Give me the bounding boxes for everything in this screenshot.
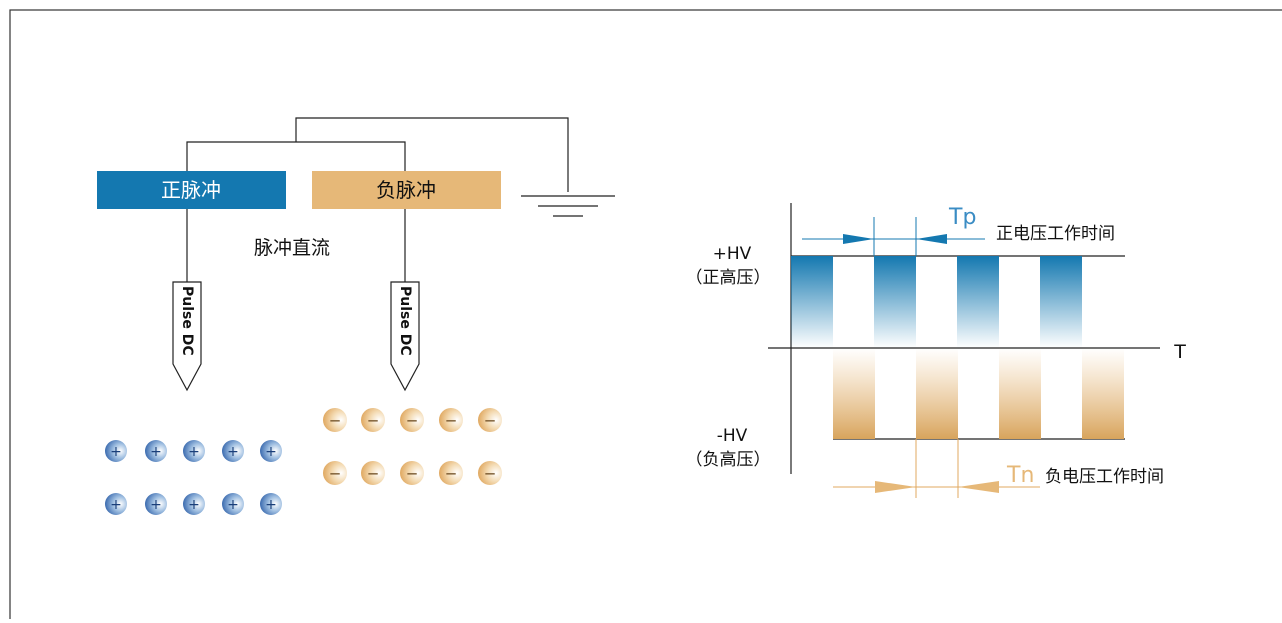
- tn-label: Tn: [1006, 463, 1034, 488]
- negative-hv-sublabel: （负高压）: [686, 450, 771, 470]
- negative-pulse-bar: [312, 171, 501, 209]
- negative-ion: −: [323, 408, 347, 432]
- negative-ion-sign: −: [484, 412, 497, 430]
- positive-ion: +: [222, 493, 244, 515]
- negative-ions: − − − − − − − − − −: [323, 408, 502, 485]
- negative-ion: −: [361, 408, 385, 432]
- positive-ion-sign: +: [227, 497, 239, 513]
- positive-pulse: [874, 256, 916, 348]
- positive-hv-label: +HV: [713, 244, 752, 264]
- negative-ion-sign: −: [445, 412, 458, 430]
- time-axis-label: T: [1173, 341, 1186, 363]
- outer-frame: [9, 9, 1282, 623]
- positive-ion-sign: +: [265, 497, 277, 513]
- negative-pulse: [916, 348, 958, 439]
- tp-description: 正电压工作时间: [996, 224, 1115, 244]
- positive-ion-sign: +: [110, 497, 122, 513]
- negative-ion-sign: −: [445, 465, 458, 483]
- negative-ion-sign: −: [329, 412, 342, 430]
- negative-ion-sign: −: [406, 412, 419, 430]
- wire-bars: [186, 141, 406, 172]
- positive-ion: +: [260, 440, 282, 462]
- tn-description: 负电压工作时间: [1045, 467, 1164, 487]
- negative-ion-sign: −: [367, 412, 380, 430]
- negative-ion: −: [439, 408, 463, 432]
- negative-ion-sign: −: [367, 465, 380, 483]
- negative-ion: −: [439, 461, 463, 485]
- negative-ion: −: [400, 408, 424, 432]
- positive-ion-sign: +: [150, 444, 162, 460]
- positive-ion-sign: +: [188, 497, 200, 513]
- tp-arrow-right-head: [916, 234, 947, 244]
- negative-ion: −: [478, 408, 502, 432]
- positive-ion-sign: +: [110, 444, 122, 460]
- positive-pulse: [1040, 256, 1082, 348]
- negative-pulse: [833, 348, 875, 439]
- tp-label: Tp: [948, 205, 976, 230]
- positive-pulse: [791, 256, 833, 348]
- negative-ion-sign: −: [329, 465, 342, 483]
- positive-ion-sign: +: [265, 444, 277, 460]
- positive-ion: +: [105, 440, 127, 462]
- positive-ion: +: [145, 440, 167, 462]
- pulse-dc-label: 脉冲直流: [254, 237, 330, 259]
- probe-right: Pulse DC: [390, 281, 420, 392]
- probe-left-outline: [172, 281, 202, 392]
- negative-ion: −: [400, 461, 424, 485]
- positive-ion: +: [260, 493, 282, 515]
- negative-ion-sign: −: [406, 465, 419, 483]
- positive-ion: +: [145, 493, 167, 515]
- negative-ion: −: [478, 461, 502, 485]
- positive-ions: + + + + + + + + + +: [105, 440, 282, 515]
- negative-pulse-label: 负脉冲: [376, 178, 436, 202]
- waveform-diagram: Tp 正电压工作时间 +HV （正高压） T -HV （负高压） Tn 负电压工…: [686, 203, 1186, 498]
- tp-arrow-left-head: [843, 234, 874, 244]
- positive-hv-sublabel: （正高压）: [686, 268, 771, 288]
- negative-ion-sign: −: [484, 465, 497, 483]
- positive-pulse-label: 正脉冲: [161, 178, 221, 202]
- negative-pulse: [999, 348, 1041, 439]
- positive-ion: +: [183, 493, 205, 515]
- positive-pulse-bar: [97, 171, 286, 209]
- tn-arrow-left-head: [875, 481, 916, 493]
- positive-ion-sign: +: [227, 444, 239, 460]
- tn-arrow-right-head: [958, 481, 999, 493]
- positive-ion-sign: +: [150, 497, 162, 513]
- circuit-diagram: [186, 117, 615, 282]
- negative-ion: −: [361, 461, 385, 485]
- positive-ion: +: [222, 440, 244, 462]
- probe-left: Pulse DC: [172, 281, 202, 392]
- positive-pulse: [957, 256, 999, 348]
- positive-ion: +: [183, 440, 205, 462]
- positive-ion-sign: +: [188, 444, 200, 460]
- negative-ion: −: [323, 461, 347, 485]
- wire-ground: [295, 117, 569, 192]
- negative-pulse: [1082, 348, 1124, 439]
- positive-ion: +: [105, 493, 127, 515]
- probe-right-outline: [390, 281, 420, 392]
- probe-left-label: Pulse DC: [179, 286, 195, 356]
- probe-right-label: Pulse DC: [397, 286, 413, 356]
- negative-hv-label: -HV: [717, 426, 748, 446]
